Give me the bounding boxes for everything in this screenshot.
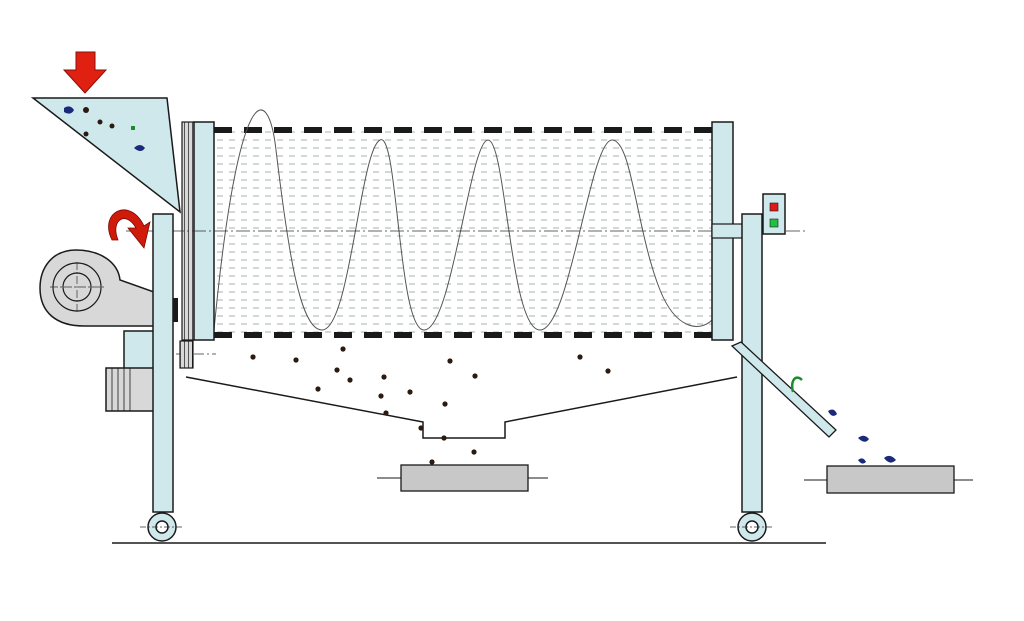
oversize-discharge-chute [730,341,837,438]
left-support-leg [152,213,174,513]
right-shaft [711,223,745,239]
fines-collector-tray [400,464,529,492]
fan-housing [39,249,155,327]
oversize-collector-tray [826,465,955,494]
undersize-funnel [185,376,738,439]
pinion-gear [179,340,194,369]
left-wheel [140,512,184,542]
indicator-red [769,202,779,212]
control-panel-icon [762,193,786,235]
spiral-helix [213,109,713,331]
falling-fines [250,346,611,465]
oversize-particles [828,409,896,464]
bearing-block [173,298,178,322]
right-wheel [730,512,774,542]
deflector-hook [791,376,803,393]
indicator-green [769,218,779,228]
down-arrow-icon [62,51,108,94]
hopper-material [64,106,145,151]
feed-hopper [30,97,181,214]
curved-rotation-arrow-icon [108,209,151,249]
motor-fins [111,368,131,411]
screen-drum [214,131,712,334]
